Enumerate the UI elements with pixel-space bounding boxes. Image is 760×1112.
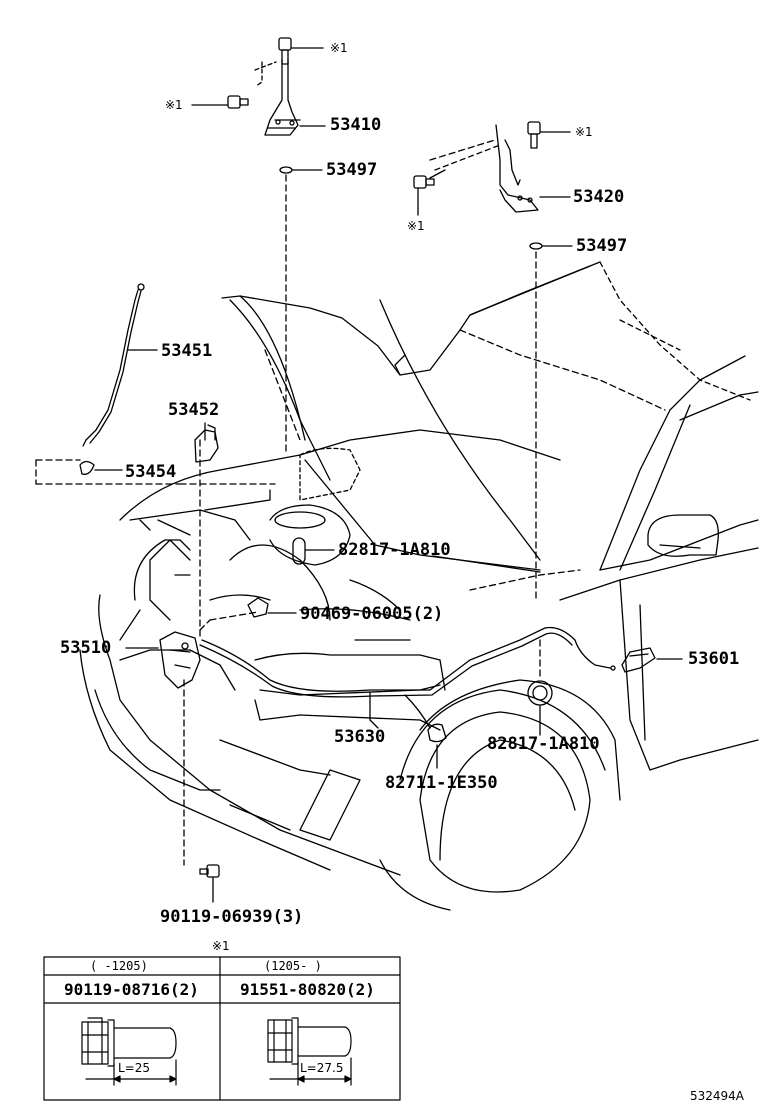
callout-90119-06939: 90119-06939(3) (160, 907, 304, 927)
rod-holder (194, 422, 219, 463)
table-col2-length: L=27.5 (300, 1061, 344, 1075)
callout-53630: 53630 (334, 727, 386, 747)
callout-53454: 53454 (125, 462, 177, 482)
table-col1-length: L=25 (118, 1061, 151, 1075)
hood-support-rod (82, 283, 158, 447)
bolt-top-left (278, 37, 324, 65)
note-marker-right-bolt: ※1 (575, 125, 593, 139)
hood-lock (125, 631, 201, 689)
callout-53452: 53452 (168, 400, 220, 420)
washer-left (279, 166, 293, 174)
clip-90469 (247, 597, 297, 618)
rod-clip (79, 460, 123, 475)
grommet-upper (292, 537, 541, 573)
hood-hinge-right (429, 124, 539, 213)
washer-right (529, 242, 543, 250)
note-marker-right-side-bolt: ※1 (407, 219, 425, 233)
callout-82817-upper: 82817-1A810 (338, 540, 451, 560)
bolt-90119-06939 (199, 864, 220, 903)
release-cable (199, 626, 616, 729)
callout-53510: 53510 (60, 638, 112, 658)
bolt-91551-80820-drawing (267, 1017, 352, 1086)
callout-53420: 53420 (573, 187, 625, 207)
bolt-side-right (413, 175, 435, 216)
bolt-top-right (527, 121, 571, 149)
callout-90469: 90469-06005(2) (300, 604, 444, 624)
note-marker-left-bolt: ※1 (165, 98, 183, 112)
table-col1-range: ( -1205) (90, 959, 148, 973)
table-col2-range: (1205- ) (264, 959, 322, 973)
clamp-82711 (404, 694, 447, 769)
callout-82817-lower: 82817-1A810 (487, 734, 600, 754)
callout-53497-left: 53497 (326, 160, 378, 180)
table-col2-part: 91551-80820(2) (240, 980, 375, 999)
callout-82711: 82711-1E350 (385, 773, 498, 793)
grommet-lower (527, 680, 553, 736)
note-marker-top-bolt: ※1 (330, 41, 348, 55)
bolt-90119-08716-drawing (81, 1017, 177, 1086)
release-lever (621, 647, 683, 673)
guide-lines (35, 139, 541, 866)
callout-53497-right: 53497 (576, 236, 628, 256)
table-title: ※1 (212, 939, 230, 953)
bolt-side-left (191, 95, 249, 109)
callout-53601: 53601 (688, 649, 740, 669)
callout-53451: 53451 (161, 341, 213, 361)
bolt-table (43, 956, 401, 1101)
car-body (79, 261, 759, 911)
callout-53410: 53410 (330, 115, 382, 135)
illustration-id: 532494A (690, 1089, 745, 1103)
hood-hinge-left (254, 59, 301, 136)
table-col1-part: 90119-08716(2) (64, 980, 199, 999)
